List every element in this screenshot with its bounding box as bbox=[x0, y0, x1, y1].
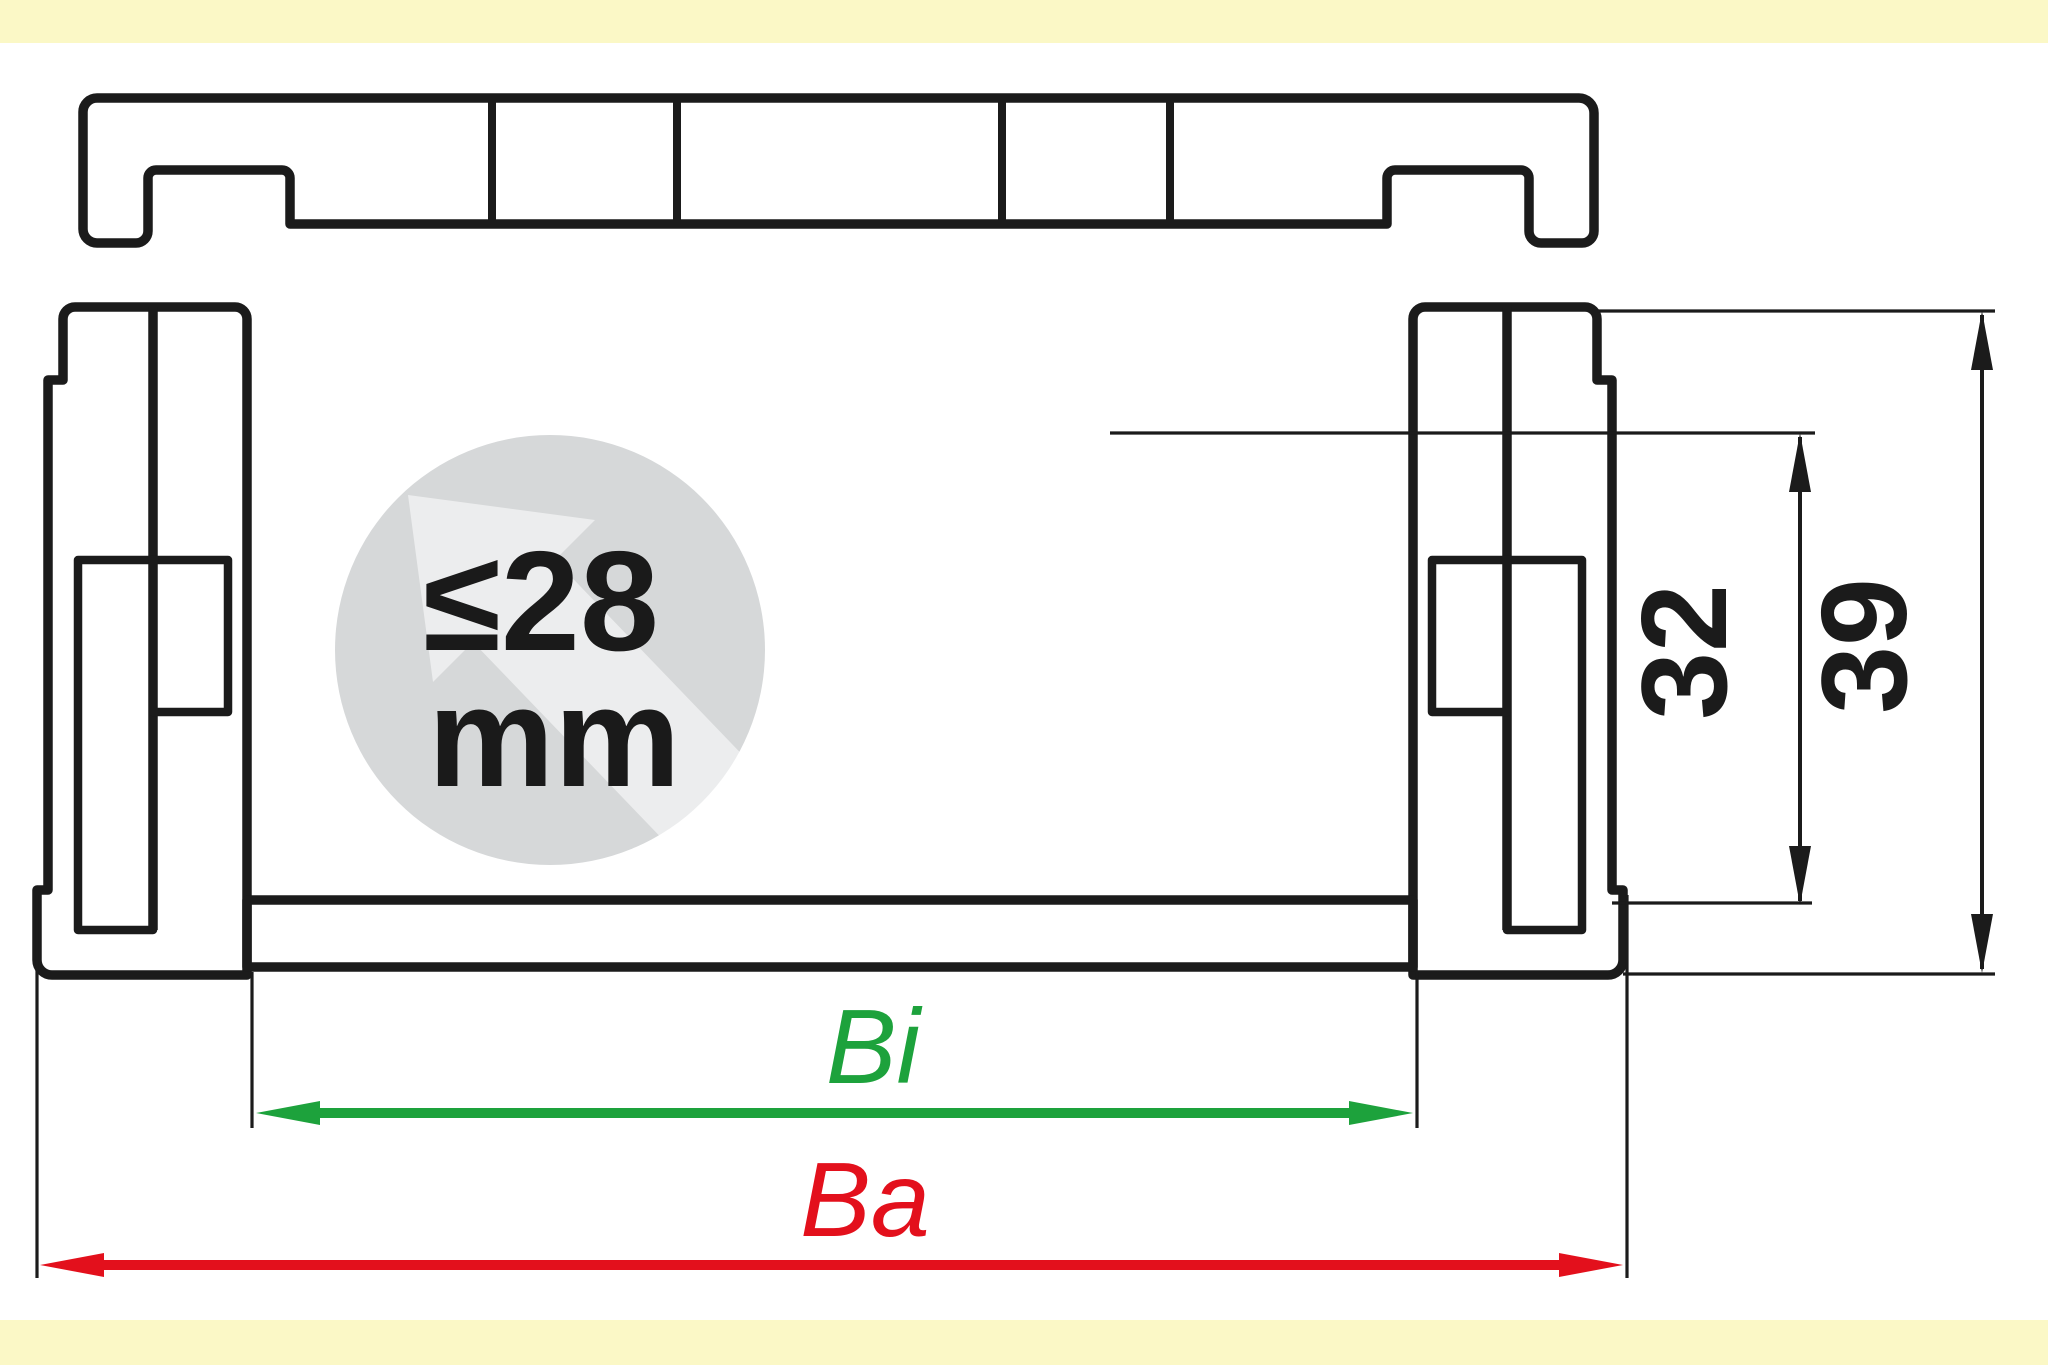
dimension-inner-width: Bi bbox=[256, 988, 1413, 1125]
reference-lines bbox=[35, 309, 1995, 1278]
arrow-left-icon bbox=[256, 1101, 320, 1125]
left-bracket bbox=[32, 302, 252, 980]
dim-ba-label: Ba bbox=[800, 1141, 930, 1259]
right-bracket-outline bbox=[1408, 302, 1628, 980]
arrow-right-icon bbox=[1349, 1101, 1413, 1125]
dim-bi-label: Bi bbox=[826, 988, 923, 1106]
bottom-rail bbox=[242, 895, 1418, 972]
dimension-inner-height: 32 bbox=[1616, 433, 1811, 905]
dim-39-label: 39 bbox=[1796, 578, 1932, 714]
dimension-outer-width: Ba bbox=[40, 1141, 1623, 1277]
left-bracket-outline bbox=[32, 302, 252, 980]
right-bracket-pocket bbox=[1502, 555, 1587, 935]
left-bracket-pocket bbox=[73, 555, 158, 935]
cover-profile bbox=[78, 93, 1599, 248]
left-bracket-clip-window bbox=[148, 555, 233, 717]
arrow-left-icon bbox=[40, 1253, 104, 1277]
arrow-up-icon bbox=[1789, 433, 1811, 492]
right-bracket bbox=[1408, 302, 1628, 980]
arrow-up-icon bbox=[1971, 311, 1993, 370]
max-cable-watermark: ≤28 mm bbox=[335, 435, 765, 865]
arrow-down-icon bbox=[1789, 846, 1811, 905]
arrow-right-icon bbox=[1559, 1253, 1623, 1277]
up-left-arrow-icon bbox=[408, 495, 756, 851]
right-bracket-clip-window bbox=[1427, 555, 1512, 717]
watermark-value-text: ≤28 bbox=[423, 522, 659, 681]
watermark-unit-text: mm bbox=[428, 658, 681, 817]
yellow-band-bottom bbox=[0, 1320, 2048, 1365]
arrow-down-icon bbox=[1971, 914, 1993, 973]
yellow-band-top bbox=[0, 0, 2048, 43]
cover-outline bbox=[78, 93, 1599, 248]
dimension-total-height: 39 bbox=[1796, 311, 1993, 973]
dim-32-label: 32 bbox=[1616, 584, 1752, 720]
